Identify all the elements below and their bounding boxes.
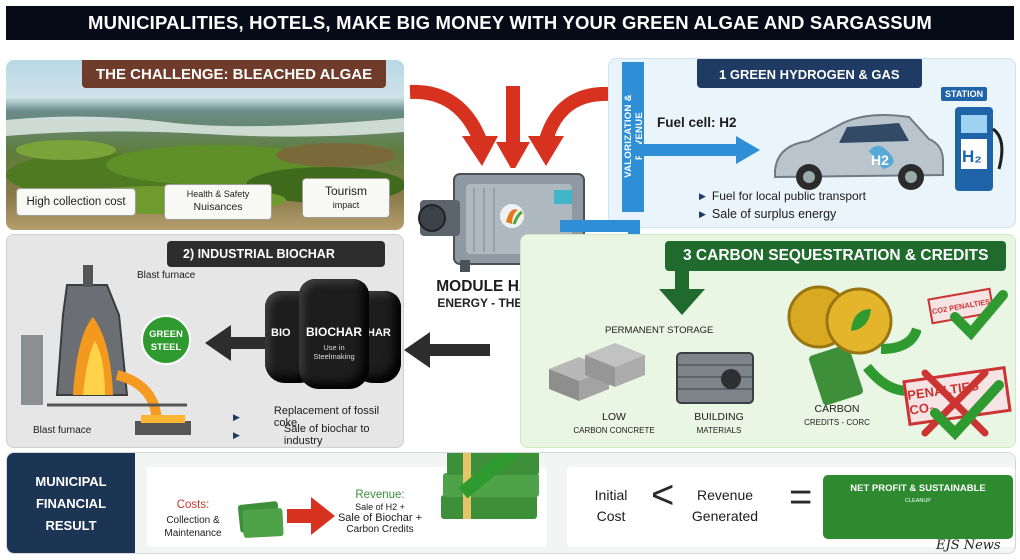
blast-furnace-label: Blast furnace — [137, 270, 196, 281]
net-profit-sublabel: CLEANUP — [905, 498, 931, 504]
concrete-item: LOW CARBON CONCRETE — [569, 411, 659, 435]
hydrogen-bullet-surplus: ▶ Sale of surplus energy — [699, 207, 836, 221]
bag-label: BIOCHAR — [306, 325, 362, 339]
bag-sublabel: Use in Steelmaking — [313, 343, 355, 361]
biochar-bag-center: BIOCHAR Use in Steelmaking — [299, 279, 369, 389]
challenge-panel: THE CHALLENGE: BLEACHED ALGAE High colle… — [6, 60, 404, 230]
item-sublabel: CARBON CONCRETE — [573, 426, 655, 435]
costs-detail: Collection & Maintenance — [164, 515, 222, 539]
financial-result-panel: MUNICIPAL FINANCIAL RESULT Costs: Collec… — [6, 452, 1016, 554]
item-label: LOW — [602, 411, 626, 423]
chip-sublabel: impact — [332, 200, 360, 210]
chip-collection-cost: High collection cost — [16, 188, 136, 216]
bullet-text: Sale of surplus energy — [711, 207, 837, 221]
biochar-header: 2) INDUSTRIAL BIOCHAR — [167, 241, 385, 267]
concrete-blocks-illustration — [549, 343, 645, 401]
revenue-line: Sale of Biochar + — [337, 512, 423, 524]
green-check-icon — [950, 290, 1008, 341]
car-and-station-illustration: H2 — [774, 107, 1004, 191]
item-label: BUILDING — [694, 411, 744, 423]
carbon-credits-item: CARBON CREDITS - CORC — [793, 403, 881, 427]
costs-block: Costs: Collection & Maintenance — [155, 499, 231, 540]
input-arrows — [409, 84, 611, 172]
net-profit-box: NET PROFIT & SUSTAINABLE CLEANUP — [823, 475, 1013, 539]
chip-tourism: Tourism impact — [302, 178, 390, 218]
watermark: EJS News — [936, 538, 1001, 553]
arrow-to-biochar — [404, 332, 490, 368]
red-arrow-right — [539, 86, 611, 143]
biochar-panel: 2) INDUSTRIAL BIOCHAR Blast furnace GREE… — [6, 234, 404, 448]
carbon-credit-coins-illustration — [787, 285, 921, 405]
revenue-line: Carbon Credits — [346, 524, 414, 535]
bag-label: BIO — [271, 327, 291, 339]
chip-label: High collection cost — [26, 196, 126, 208]
building-materials-illustration — [676, 352, 754, 404]
money-stack-growth-arrow — [441, 453, 539, 519]
dark-green-down-arrow — [659, 263, 705, 315]
red-arrow-left — [409, 84, 487, 143]
carbon-panel: 3 CARBON SEQUESTRATION & CREDITS PERMANE… — [520, 234, 1016, 448]
net-profit-label: NET PROFIT & SUSTAINABLE — [850, 483, 986, 494]
item-label: CARBON — [814, 403, 860, 415]
biochar-bullet-sale: ▶ Sale of biochar to industry — [233, 423, 403, 447]
blast-furnace-illustration — [21, 265, 191, 435]
municipal-result-label: MUNICIPAL FINANCIAL RESULT — [7, 453, 135, 553]
bullet-triangle-icon: ▶ — [699, 208, 706, 219]
bullet-triangle-icon: ▶ — [233, 429, 240, 440]
red-arrow-middle — [506, 86, 520, 146]
fuel-cell-label: Fuel cell: H2 — [657, 115, 737, 130]
chip-health-safety: Health & Safety Nuisances — [164, 184, 272, 220]
page-title: MUNICIPALITIES, HOTELS, MAKE BIG MONEY W… — [6, 6, 1014, 40]
hydrogen-header: 1 GREEN HYDROGEN & GAS — [697, 59, 922, 88]
valorization-bar — [622, 62, 644, 212]
bullet-text: Replacement of fossil coke — [273, 405, 380, 429]
initial-cost: Initial Cost — [594, 487, 628, 524]
item-sublabel: CREDITS - CORC — [804, 418, 870, 427]
revenue-line: Sale of H2 + — [355, 502, 405, 512]
station-h2-text: H₂ — [962, 147, 982, 166]
result-label-text: MUNICIPAL FINANCIAL RESULT — [35, 474, 107, 533]
bullet-triangle-icon: ▶ — [233, 411, 240, 422]
bullet-text: Fuel for local public transport — [711, 189, 866, 203]
hydrogen-bullet-transport: ▶ Fuel for local public transport — [699, 189, 866, 203]
building-materials-item: BUILDING MATERIALS — [671, 411, 767, 435]
equals-sign: = — [789, 475, 813, 519]
green-steel-badge: GREEN STEEL — [141, 315, 191, 365]
challenge-header: THE CHALLENGE: BLEACHED ALGAE — [82, 60, 387, 88]
cross-check-icon — [921, 369, 1004, 441]
hydrogen-panel: 1 GREEN HYDROGEN & GAS Fuel cell: H2 H2 … — [608, 58, 1016, 228]
bullet-text: Sale of biochar to industry — [283, 423, 370, 447]
car-h2-text: H2 — [871, 152, 889, 168]
revenue-label: Revenue: — [355, 489, 405, 501]
item-sublabel: MATERIALS — [696, 426, 742, 435]
costs-label: Costs: — [176, 499, 210, 511]
revenue-block: Revenue: Sale of H2 + Sale of Biochar + … — [325, 489, 435, 535]
blast-furnace-caption: Blast furnace — [33, 425, 92, 436]
chip-label: Health & Safety — [186, 189, 250, 199]
station-label: STATION — [941, 87, 988, 101]
money-to-revenue-arrow — [237, 497, 335, 538]
revenue-generated: Revenue Generated — [691, 487, 759, 524]
bag-label: HAR — [367, 327, 391, 339]
chip-sublabel: Nuisances — [193, 201, 243, 213]
bullet-triangle-icon: ▶ — [699, 190, 706, 201]
permanent-storage-label: PERMANENT STORAGE — [605, 325, 714, 336]
carbon-header: 3 CARBON SEQUESTRATION & CREDITS — [665, 241, 1007, 271]
less-than-sign: < — [651, 473, 675, 517]
biochar-bullet-coke: ▶ Replacement of fossil coke — [233, 405, 403, 429]
chip-label: Tourism — [324, 184, 367, 198]
